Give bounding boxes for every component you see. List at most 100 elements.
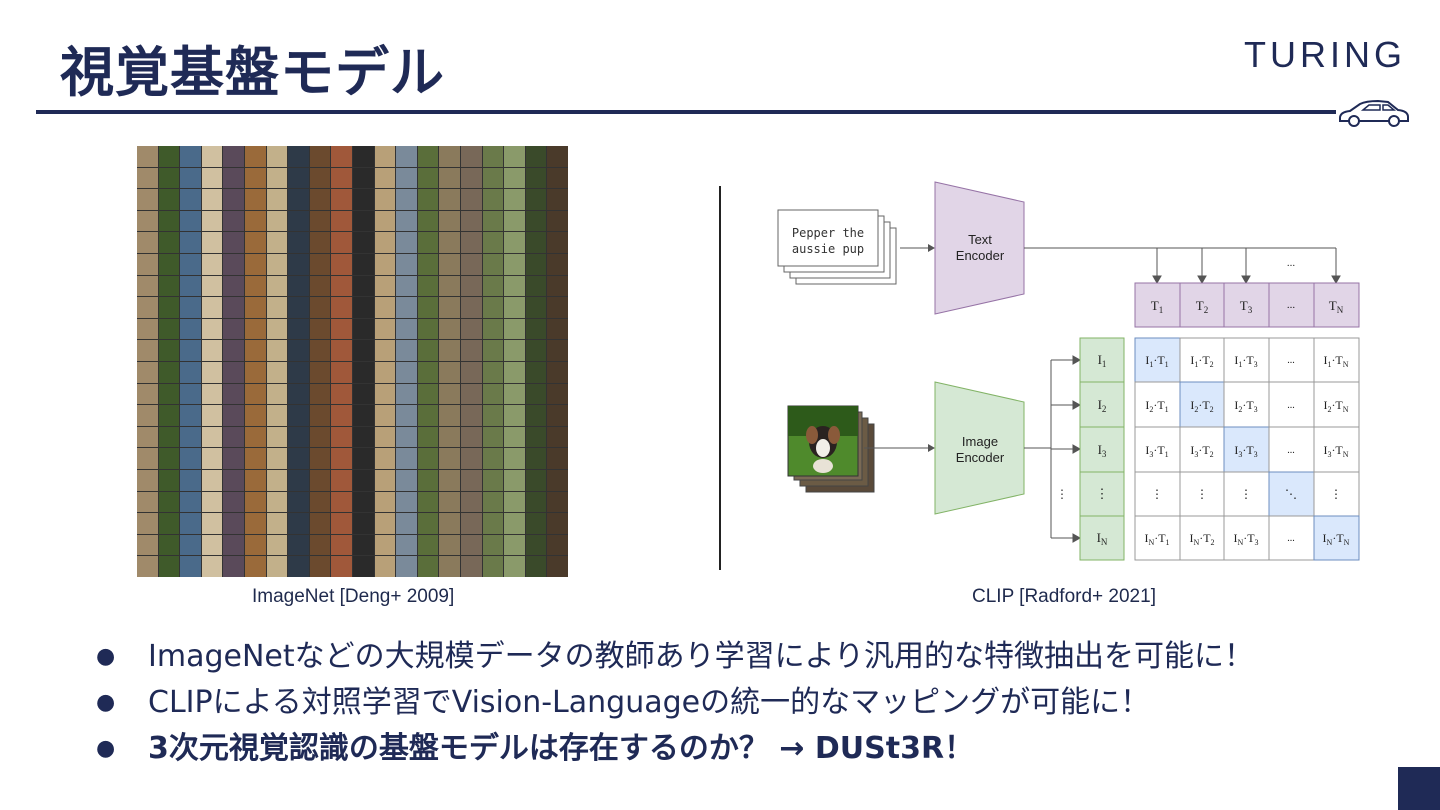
text-embedding-row: T1 T2 T3 ... TN [1134,282,1360,328]
mosaic-tile [201,362,223,383]
mosaic-tile [266,383,288,405]
mosaic-tile [223,405,244,426]
svg-text:⋮: ⋮ [1240,487,1252,501]
image-vdots: ⋮ [1056,487,1068,501]
mosaic-tile [309,275,331,297]
mosaic-tile [525,189,547,210]
mosaic-tile [158,426,180,448]
mosaic-tile [417,210,439,232]
similarity-matrix: I1·T1 I1·T2 I1·T3 ... I1·TN I2·T1 I2·T2 … [1134,337,1360,561]
mosaic-tile [461,297,482,318]
mosaic-tile [547,556,568,577]
mosaic-tile [180,210,201,232]
mosaic-tile [245,470,266,491]
mosaic-tile [504,146,525,167]
mosaic-tile [137,340,158,361]
svg-text:⋮: ⋮ [1151,487,1163,501]
mosaic-tile [374,146,396,167]
mosaic-tile [180,534,201,556]
mosaic-tile [547,146,568,167]
mosaic-tile [245,275,266,297]
mosaic-tile [180,362,201,383]
mosaic-tile [309,448,331,469]
mosaic-tile [266,405,288,426]
mosaic-tile [158,491,180,513]
mosaic-tile [158,189,180,210]
mosaic-tile [525,556,547,577]
mosaic-tile [266,275,288,297]
mosaic-tile [331,534,352,556]
mosaic-tile [137,556,158,577]
mosaic-tile [374,448,396,469]
mosaic-tile [331,362,352,383]
svg-text:...: ... [1287,533,1295,544]
mosaic-tile [353,340,374,361]
mosaic-tile [158,556,180,577]
mosaic-tile [309,513,331,534]
mosaic-tile [461,189,482,210]
mosaic-tile [374,167,396,189]
mosaic-tile [331,275,352,297]
text-encoder-label-2: Encoder [956,248,1005,263]
mosaic-tile [417,470,439,491]
mosaic-tile [417,405,439,426]
mosaic-tile [266,189,288,210]
mosaic-tile [417,318,439,340]
mosaic-tile [374,275,396,297]
mosaic-tile [417,146,439,167]
mosaic-tile [137,383,158,405]
mosaic-tile [374,362,396,383]
mosaic-tile [525,167,547,189]
mosaic-tile [482,556,504,577]
mosaic-tile [266,556,288,577]
mosaic-tile [374,254,396,275]
mosaic-tile [223,491,244,513]
mosaic-tile [482,513,504,534]
mosaic-tile [396,275,417,297]
mosaic-tile [396,491,417,513]
bullet-item: ● 3次元視覚認識の基盤モデルは存在するのか？ → DUSt3R！ [92,726,1254,772]
figure-divider [719,186,721,570]
mosaic-tile [461,318,482,340]
mosaic-tile [201,189,223,210]
mosaic-tile [266,426,288,448]
mosaic-tile [288,513,309,534]
title-rule [36,110,1336,114]
mosaic-tile [504,491,525,513]
mosaic-tile [266,232,288,253]
mosaic-tile [504,297,525,318]
slide-title: 視覚基盤モデル [60,41,445,104]
mosaic-tile [201,534,223,556]
mosaic-tile [504,513,525,534]
image-embedding-column: I1 I2 I3 ⋮ IN [1079,337,1125,561]
mosaic-tile [288,189,309,210]
mosaic-tile [137,210,158,232]
mosaic-tile [180,146,201,167]
mosaic-tile [288,340,309,361]
mosaic-tile [353,210,374,232]
mosaic-tile [547,167,568,189]
mosaic-tile [525,210,547,232]
mosaic-tile [504,470,525,491]
mosaic-tile [461,167,482,189]
turing-logo: TURING [1244,34,1406,75]
bullet-item: ● ImageNetなどの大規模データの教師あり学習により汎用的な特徴抽出を可能… [92,634,1254,680]
mosaic-tile [158,513,180,534]
mosaic-tile [353,362,374,383]
mosaic-tile [331,254,352,275]
mosaic-tile [439,491,460,513]
bullet-text: ImageNetなどの大規模データの教師あり学習により汎用的な特徴抽出を可能に！ [148,639,1255,674]
mosaic-tile [288,210,309,232]
mosaic-tile [223,362,244,383]
mosaic-tile [482,297,504,318]
svg-text:...: ... [1287,299,1296,311]
mosaic-tile [309,167,331,189]
mosaic-tile [245,426,266,448]
mosaic-tile [482,340,504,361]
mosaic-tile [547,275,568,297]
mosaic-tile [137,470,158,491]
mosaic-tile [504,254,525,275]
mosaic-tile [245,448,266,469]
corner-block [1398,767,1440,810]
mosaic-tile [461,275,482,297]
